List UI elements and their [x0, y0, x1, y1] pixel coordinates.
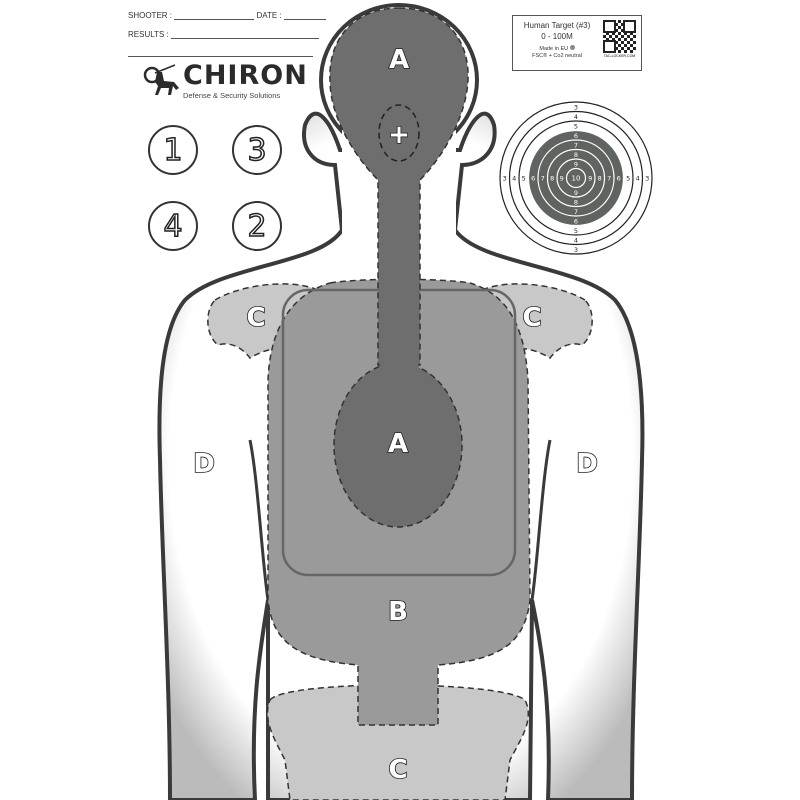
- bullseye-label: 5: [574, 122, 578, 130]
- qr-code-icon[interactable]: TAC-LOCKER.COM: [603, 20, 636, 60]
- bullseye-label: 8: [574, 151, 578, 159]
- date-field[interactable]: [283, 11, 326, 20]
- sequence-number: 4: [163, 208, 184, 245]
- bullseye-label: 3: [574, 103, 578, 111]
- label-shoulder-left-c: C: [246, 303, 265, 333]
- results-field-2[interactable]: [128, 48, 313, 57]
- bullseye-label: 9: [560, 175, 564, 183]
- label-arm-right-d: D: [576, 449, 598, 479]
- eu-dot-icon: [569, 45, 575, 50]
- sequence-circle-4: 4: [148, 201, 198, 251]
- zone-a-head-marker: [378, 104, 420, 162]
- bullseye-label: 3: [574, 246, 578, 254]
- centaur-knight-icon: [143, 64, 179, 95]
- label-shoulder-right-c: C: [522, 303, 541, 333]
- info-box: Human Target (#3) 0 - 100M Made in EU FS…: [512, 15, 642, 71]
- bullseye-label: 9: [574, 189, 578, 197]
- bullseye-label: 7: [574, 141, 578, 149]
- sequence-circle-3: 3: [232, 125, 282, 175]
- bullseye-label: 6: [617, 175, 621, 183]
- bullseye-label: 10: [572, 175, 581, 183]
- qr-caption: TAC-LOCKER.COM: [603, 54, 636, 58]
- bullseye-label: 5: [574, 227, 578, 235]
- brand-name: CHIRON: [183, 60, 308, 91]
- shooter-row: SHOOTER : DATE :: [128, 11, 326, 20]
- bullseye-label: 8: [574, 198, 578, 206]
- bullseye-label: 5: [522, 175, 526, 183]
- bullseye-label: 7: [541, 175, 545, 183]
- results-label: RESULTS :: [128, 30, 169, 39]
- bullseye-label: 3: [503, 175, 507, 183]
- bullseye-label: 8: [550, 175, 554, 183]
- label-head-plus: +: [388, 120, 410, 150]
- label-pelvis-c: C: [388, 755, 407, 785]
- sequence-circle-2: 2: [232, 201, 282, 251]
- target-range: 0 - 100M: [541, 32, 573, 41]
- bullseye-label: 7: [574, 208, 578, 216]
- sequence-number: 2: [247, 208, 268, 245]
- shooter-label: SHOOTER :: [128, 11, 173, 20]
- date-label: DATE :: [256, 11, 282, 20]
- bullseye-ring-10: [565, 167, 587, 189]
- results-field[interactable]: [170, 30, 319, 39]
- made-in-eu: Made in EU: [539, 46, 569, 52]
- bullseye-label: 6: [574, 217, 578, 225]
- bullseye-label: 8: [598, 175, 602, 183]
- bullseye-label: 4: [574, 113, 578, 121]
- sequence-circle-1: 1: [148, 125, 198, 175]
- bullseye-label: 3: [645, 175, 649, 183]
- bullseye-label: 6: [531, 175, 535, 183]
- bullseye-label: 4: [512, 175, 516, 183]
- bullseye-label: 4: [574, 236, 578, 244]
- sequence-number: 1: [163, 132, 184, 169]
- brand-tagline: Defense & Security Solutions: [183, 91, 281, 100]
- target-title: Human Target (#3): [523, 21, 591, 30]
- bullseye-label: 9: [574, 160, 578, 168]
- zone-c-pelvis: [266, 684, 530, 800]
- bullseye-label: 5: [626, 175, 630, 183]
- eco-label: FSC® + Co2 neutral: [532, 53, 582, 59]
- label-arm-left-d: D: [193, 449, 215, 479]
- bullseye-label: 4: [636, 175, 640, 183]
- brand-logo: CHIRON Defense & Security Solutions: [143, 62, 308, 100]
- bullseye-label: 7: [607, 175, 611, 183]
- label-chest-a: A: [388, 429, 408, 459]
- sequence-number: 3: [247, 132, 268, 169]
- bullseye-label: 6: [574, 132, 578, 140]
- results-row: RESULTS :: [128, 30, 319, 39]
- bullseye-label: 9: [588, 175, 592, 183]
- label-head-a: A: [389, 45, 409, 75]
- label-torso-b: B: [388, 597, 408, 627]
- shooter-field[interactable]: [174, 11, 255, 20]
